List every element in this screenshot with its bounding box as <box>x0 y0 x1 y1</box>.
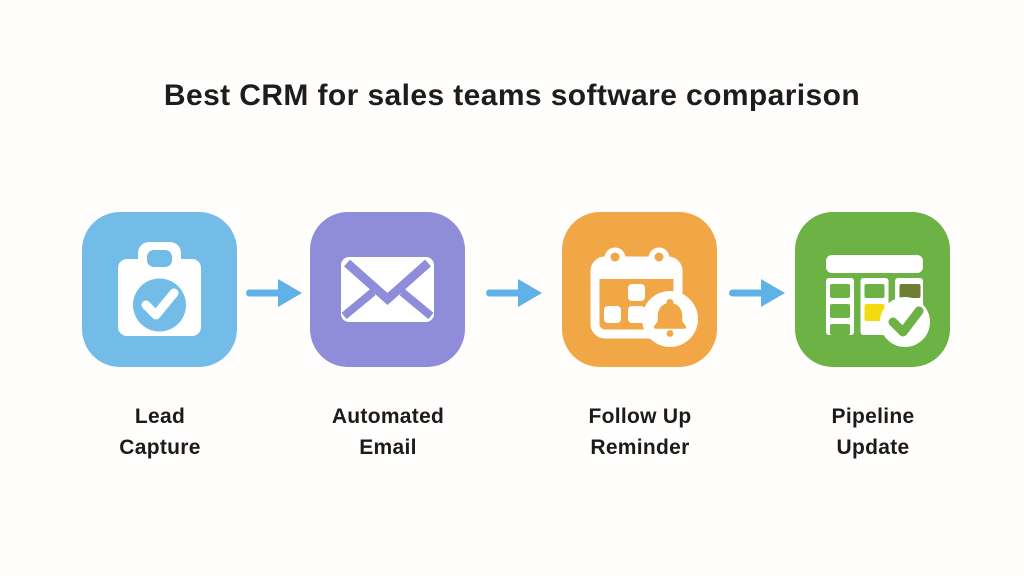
clipboard-check-icon <box>118 242 201 336</box>
step-label-line: Reminder <box>590 436 690 459</box>
flow-arrow-icon <box>484 276 544 310</box>
page-title: Best CRM for sales teams software compar… <box>163 79 861 112</box>
step-label-line: Pipeline <box>831 405 915 428</box>
step-label-line: Capture <box>119 436 201 459</box>
step-label-line: Email <box>359 436 417 459</box>
step-label-line: Lead <box>134 405 186 428</box>
step-label-pipeline-update: Pipeline Update <box>763 401 983 463</box>
step-label-lead-capture: Lead Capture <box>50 401 270 463</box>
step-label-follow-up-reminder: Follow Up Reminder <box>530 401 750 463</box>
kanban-check-icon <box>826 255 930 347</box>
step-tile-automated-email <box>310 212 465 367</box>
step-label-line: Automated <box>331 405 445 428</box>
step-tile-pipeline-update <box>795 212 950 367</box>
calendar-bell-icon <box>590 247 698 347</box>
envelope-icon <box>341 257 434 322</box>
flow-arrow-icon <box>244 276 304 310</box>
step-label-line: Update <box>836 436 910 459</box>
step-label-line: Follow Up <box>588 405 692 428</box>
step-tile-follow-up-reminder <box>562 212 717 367</box>
step-tile-lead-capture <box>82 212 237 367</box>
flow-arrow-icon <box>727 276 787 310</box>
step-label-automated-email: Automated Email <box>278 401 498 463</box>
